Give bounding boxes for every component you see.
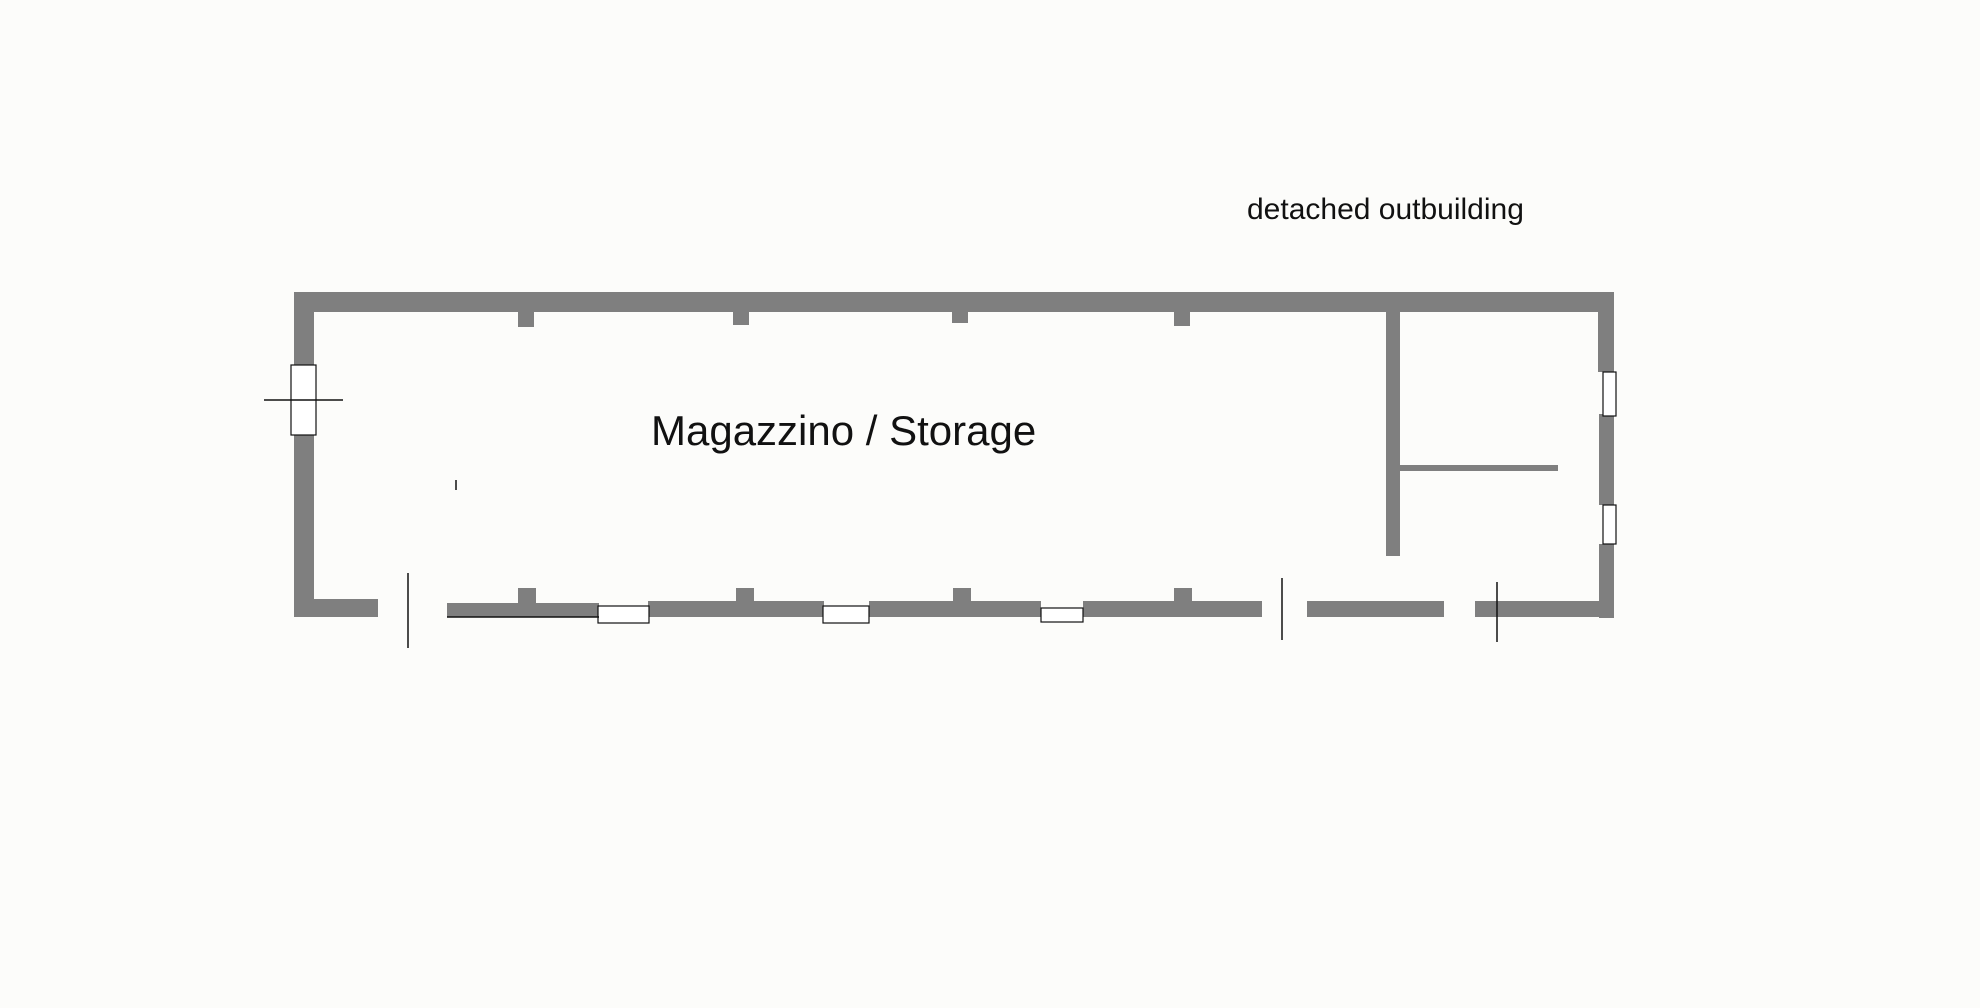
top-wall xyxy=(294,292,1614,312)
exterior-walls xyxy=(294,292,1614,618)
window-bottom-2 xyxy=(822,605,870,624)
right-wall-upper xyxy=(1598,292,1614,372)
window-right-1 xyxy=(1602,371,1617,417)
interior-wall-horizontal xyxy=(1400,465,1558,471)
right-wall-middle xyxy=(1599,414,1614,505)
right-wall-lower xyxy=(1599,544,1614,618)
left-wall xyxy=(294,292,314,617)
pilaster-top-2 xyxy=(733,310,749,325)
pilaster-top-3 xyxy=(952,310,968,323)
pilaster-top-4 xyxy=(1174,310,1190,326)
windows xyxy=(290,364,1617,624)
pilaster-bottom-4 xyxy=(1174,588,1192,603)
pilaster-top-1 xyxy=(518,310,534,327)
bottom-wall-left-stub xyxy=(294,599,378,617)
pilaster-bottom-3 xyxy=(953,588,971,603)
pilaster-bottom-2 xyxy=(736,588,754,603)
bottom-wall-segment-5 xyxy=(1307,601,1444,617)
room-label-storage: Magazzino / Storage xyxy=(651,407,1036,454)
window-bottom-3 xyxy=(1040,607,1084,623)
pilaster-bottom-1 xyxy=(518,588,536,603)
interior-wall-vertical xyxy=(1386,312,1400,556)
window-right-2 xyxy=(1602,504,1617,545)
plan-linework xyxy=(264,399,1498,648)
outbuilding-note: detached outbuilding xyxy=(1247,193,1524,226)
bottom-wall-segment-1 xyxy=(447,603,599,617)
bottom-wall-segment-3 xyxy=(869,601,1041,617)
window-bottom-1 xyxy=(597,605,650,624)
bottom-wall-segment-2 xyxy=(648,601,824,617)
bottom-wall-segment-4 xyxy=(1083,601,1262,617)
bottom-wall-segment-7 xyxy=(1535,603,1614,617)
